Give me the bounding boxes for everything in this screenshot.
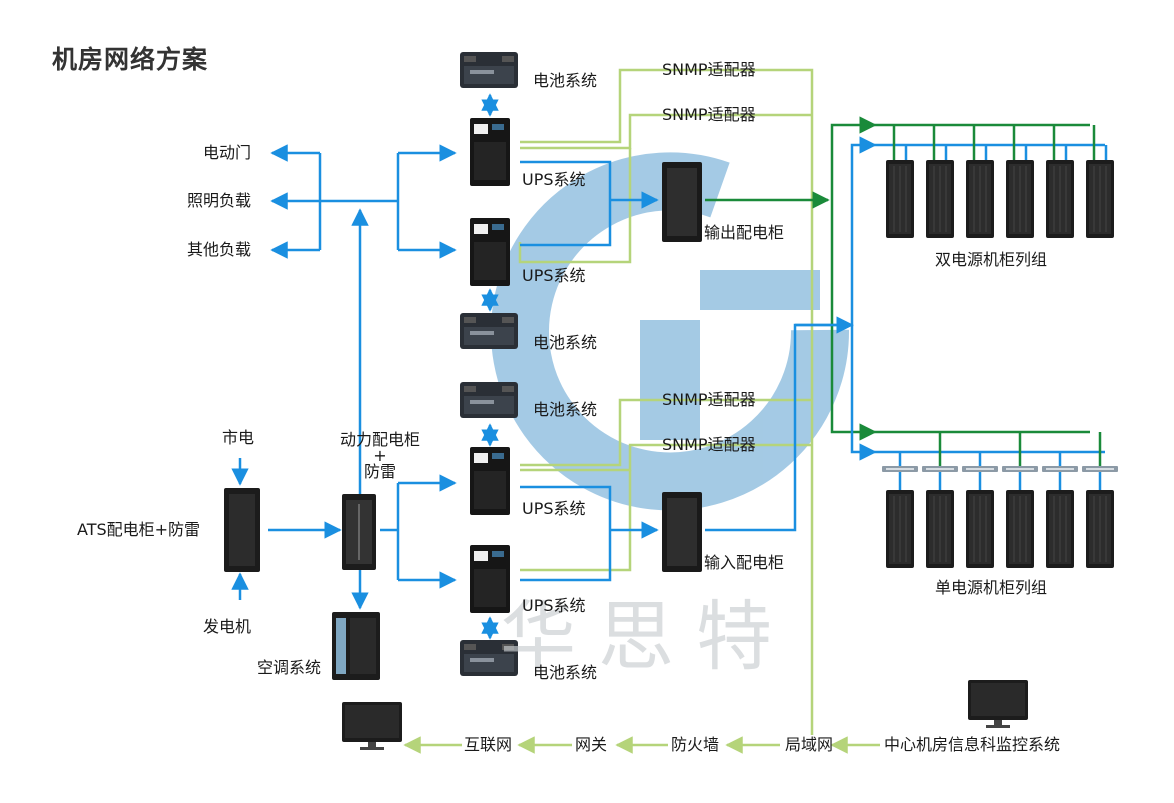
- label-battery-2: 电池系统: [533, 333, 598, 352]
- dual-power-rack-2: [925, 159, 955, 239]
- label-ats-cabinet: ATS配电柜+防雷: [77, 520, 201, 539]
- single-power-rack-5: [1045, 489, 1075, 569]
- battery-3-icon: [460, 382, 518, 418]
- snmp-line-3: [518, 148, 632, 264]
- label-single-rack-group: 单电源机柜列组: [935, 578, 1048, 597]
- label-other-load: 其他负载: [187, 240, 252, 259]
- single-power-rack-4: [1005, 489, 1035, 569]
- label-ups-4: UPS系统: [522, 596, 586, 615]
- pdu-strip-5: [1042, 466, 1078, 472]
- label-snmp-3: SNMP适配器: [662, 390, 756, 409]
- brand-watermark: 华思特: [500, 592, 794, 681]
- battery-1-icon: [460, 52, 518, 88]
- label-gateway: 网关: [575, 735, 608, 754]
- input-cabinet-icon: [662, 492, 702, 572]
- snmp-line-5: [520, 443, 812, 472]
- label-internet: 互联网: [464, 735, 513, 754]
- ats-cabinet-icon: [224, 488, 260, 572]
- dual-power-rack-4: [1005, 159, 1035, 239]
- snmp-line-4: [520, 398, 812, 467]
- label-generator: 发电机: [203, 617, 252, 636]
- pdu-strip-2: [922, 466, 958, 472]
- dual-power-rack-5: [1045, 159, 1075, 239]
- label-dual-rack-group: 双电源机柜列组: [935, 250, 1048, 269]
- label-ups-2: UPS系统: [522, 266, 586, 285]
- equipment: [224, 52, 1118, 750]
- snmp-line-2: [520, 113, 812, 150]
- pc-monitor-icon: [342, 702, 402, 750]
- single-power-rack-1: [885, 489, 915, 569]
- label-snmp-2: SNMP适配器: [662, 105, 756, 124]
- label-electric-door: 电动门: [203, 143, 252, 162]
- ups-1-icon: [470, 118, 510, 186]
- dual-power-rack-6: [1085, 159, 1115, 239]
- ups-3-icon: [470, 447, 510, 515]
- dual-power-rack-3: [965, 159, 995, 239]
- single-power-rack-3: [965, 489, 995, 569]
- label-power-cabinet: 动力配电柜 + 防雷: [340, 430, 421, 481]
- rack-drop-lines: [892, 125, 1108, 490]
- label-lan: 局域网: [785, 735, 834, 754]
- output-cabinet-icon: [662, 162, 702, 242]
- label-city-power: 市电: [222, 428, 255, 447]
- aircon-icon: [332, 612, 380, 680]
- power-lines: [231, 93, 854, 640]
- pdu-strip-4: [1002, 466, 1038, 472]
- single-rack-group-icons: [882, 466, 1118, 569]
- ups-2-icon: [470, 218, 510, 286]
- network-lines: [403, 68, 880, 754]
- label-firewall: 防火墙: [671, 735, 720, 754]
- label-ups-1: UPS系统: [522, 170, 586, 189]
- label-battery-3: 电池系统: [533, 400, 598, 419]
- dual-rack-group-icons: [885, 159, 1115, 239]
- label-monitor-system: 中心机房信息科监控系统: [884, 735, 1061, 754]
- label-aircon: 空调系统: [257, 658, 322, 677]
- pdu-strip-3: [962, 466, 998, 472]
- snmp-line-1: [520, 68, 814, 735]
- single-power-rack-2: [925, 489, 955, 569]
- label-ups-3: UPS系统: [522, 499, 586, 518]
- pdu-strip-6: [1082, 466, 1118, 472]
- page-title: 机房网络方案: [52, 45, 209, 74]
- label-output-cabinet: 输出配电柜: [704, 223, 785, 242]
- dual-power-rack-1: [885, 159, 915, 239]
- pdu-strip-1: [882, 466, 918, 472]
- label-battery-1: 电池系统: [533, 71, 598, 90]
- logo-watermark-icon: [491, 152, 850, 511]
- label-lighting-load: 照明负载: [187, 191, 252, 210]
- power-cabinet-icon: [342, 494, 376, 570]
- label-snmp-4: SNMP适配器: [662, 435, 756, 454]
- single-power-rack-6: [1085, 489, 1115, 569]
- label-snmp-1: SNMP适配器: [662, 60, 756, 79]
- monitor-system-icon: [968, 680, 1028, 728]
- label-input-cabinet: 输入配电柜: [704, 553, 785, 572]
- label-battery-4: 电池系统: [533, 663, 598, 682]
- snmp-line-6: [520, 470, 632, 572]
- battery-2-icon: [460, 313, 518, 349]
